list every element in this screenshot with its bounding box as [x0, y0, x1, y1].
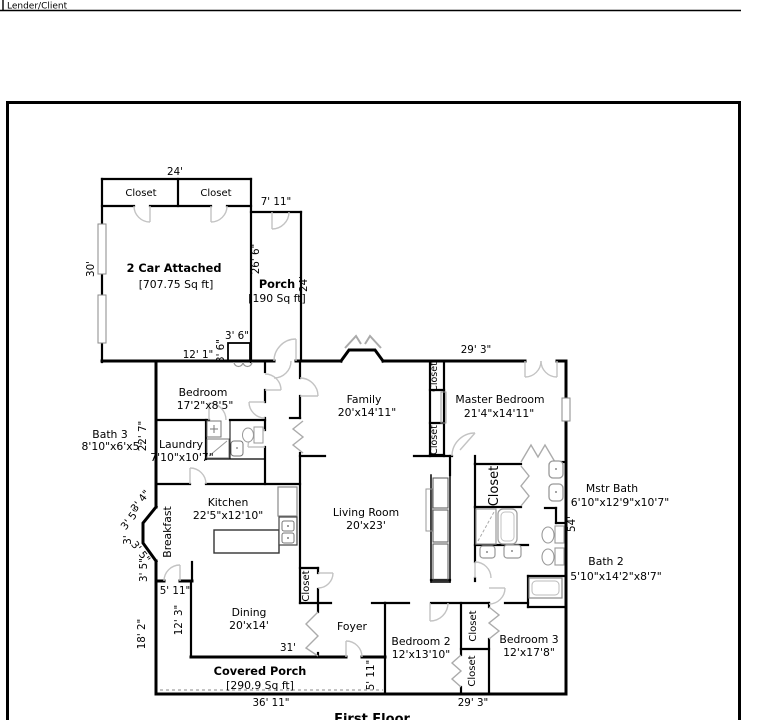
closet-bedrooms-lower-label: Closet — [467, 655, 478, 686]
closet-bedrooms-upper-label: Closet — [468, 610, 479, 641]
refrigerator — [277, 486, 298, 517]
porch-dim-top: 7' 11" — [261, 196, 292, 208]
dim-bay-5: 3' 5" — [138, 558, 150, 582]
foyer-name: Foyer — [337, 620, 367, 633]
kitchen-name: Kitchen — [208, 496, 249, 509]
living-room-name: Living Room — [333, 506, 399, 519]
bedroom3-size: 12'x17'8" — [503, 646, 555, 659]
dining-size: 20'x14' — [229, 619, 269, 632]
sketch-frame — [6, 101, 741, 720]
dim-porch-left: 18' 2" — [136, 619, 148, 650]
bath2-toilet-bowl — [541, 548, 555, 566]
bath3-toilet-tank — [253, 426, 264, 444]
lender-client-label: Lender/Client — [7, 2, 68, 12]
bathroom-fixtures — [475, 460, 565, 599]
master-bedroom-name: Master Bedroom — [455, 393, 544, 406]
dining-name: Dining — [232, 606, 267, 619]
garage-name: 2 Car Attached — [127, 262, 222, 275]
window-symbols — [97, 223, 571, 422]
master-bath-size: 6'10"x12'9"x10'7" — [571, 496, 669, 509]
living-room-size: 20'x23' — [346, 519, 386, 532]
covered-porch-name: Covered Porch — [214, 665, 307, 678]
family-name: Family — [347, 393, 382, 406]
porch-dim-right: 24' — [298, 276, 310, 292]
dim-right-height: 54' — [566, 516, 578, 532]
dim-bottom-left: 36' 11" — [252, 697, 289, 709]
labels: 24' Closet Closet 30' 2 Car Attached [70… — [82, 166, 670, 720]
bedroom2-name: Bedroom 2 — [391, 635, 450, 648]
garage-step-arcs — [233, 361, 253, 368]
master-bedroom-window — [561, 397, 571, 422]
laundry-bath3-fixtures — [206, 420, 264, 459]
bedroom-size: 17'2"x8'5" — [177, 399, 234, 412]
closet-dining-label: Closet — [301, 570, 312, 601]
garage-step-dim-side: 3' 6" — [215, 339, 227, 363]
garage-window-lower — [97, 294, 107, 344]
dim-bay-3: 3' — [122, 535, 134, 544]
dim-breakfast-door: 5' 11" — [160, 585, 191, 597]
covered-porch-area: [290.9 Sq ft] — [226, 679, 294, 692]
bifold-door-symbols — [291, 420, 556, 688]
porch-dim-left: 26' 6" — [250, 244, 262, 275]
master-bath-name: Mstr Bath — [586, 482, 638, 495]
bedroom-name: Bedroom — [179, 386, 228, 399]
closet-family-lower-label: Closet — [429, 425, 440, 455]
garage-window-upper — [97, 223, 107, 275]
master-tub — [497, 508, 518, 545]
garage-dim-left: 30' — [85, 261, 97, 277]
bath3-size: 8'10"x6'x5' — [82, 440, 143, 453]
porch-name: Porch — [259, 278, 295, 291]
master-toilet-bowl — [541, 526, 555, 544]
sheet-title: First Floor — [334, 712, 410, 720]
bedroom3-name: Bedroom 3 — [499, 633, 558, 646]
dim-foyer-porch-depth: 5' 11" — [365, 660, 377, 691]
garage-dim-top: 24' — [167, 166, 183, 178]
bath3-name: Bath 3 — [92, 428, 127, 441]
master-bedroom-size: 21'4"x14'11" — [464, 407, 534, 420]
closet-family-upper-label: Closet — [429, 362, 440, 392]
garage-closet-left-label: Closet — [125, 188, 156, 199]
bath2-toilet-tank — [554, 547, 565, 566]
laundry-name: Laundry — [159, 438, 204, 451]
garage-step-dim-top: 3' 6" — [225, 330, 249, 342]
garage-dim-bottom: 12' 1" — [183, 349, 214, 361]
dim-laundry-wall: 22' 7" — [137, 421, 149, 452]
built-in-shelves — [425, 391, 449, 581]
dim-bottom-right: 29' 3" — [458, 697, 489, 709]
kitchen-size: 22'5"x12'10" — [193, 509, 263, 522]
bath3-toilet-bowl — [242, 427, 254, 443]
closet-walkin-label: Closet — [487, 466, 502, 507]
dim-top-right: 29' 3" — [461, 344, 492, 356]
garage-closet-right-label: Closet — [200, 188, 231, 199]
porch-area: [190 Sq ft] — [248, 292, 305, 305]
laundry-size: 7'10"x10'7" — [150, 451, 213, 464]
bath2-tub — [528, 577, 563, 599]
fireplace-symbol — [344, 334, 382, 349]
garage-area: [707.75 Sq ft] — [139, 278, 214, 291]
bath2-size: 5'10"x14'2"x8'7" — [570, 570, 662, 583]
breakfast-name: Breakfast — [161, 506, 174, 557]
dim-dining-width: 31' — [280, 642, 296, 654]
kitchen-fixtures — [213, 486, 298, 554]
family-size: 20'x14'11" — [338, 406, 397, 419]
dim-side-strip: 12' 3" — [173, 605, 185, 636]
bedroom2-size: 12'x13'10" — [392, 648, 451, 661]
bath2-name: Bath 2 — [588, 555, 623, 568]
form-header-row: Lender/Client — [0, 0, 741, 12]
master-toilet-tank — [554, 525, 565, 544]
